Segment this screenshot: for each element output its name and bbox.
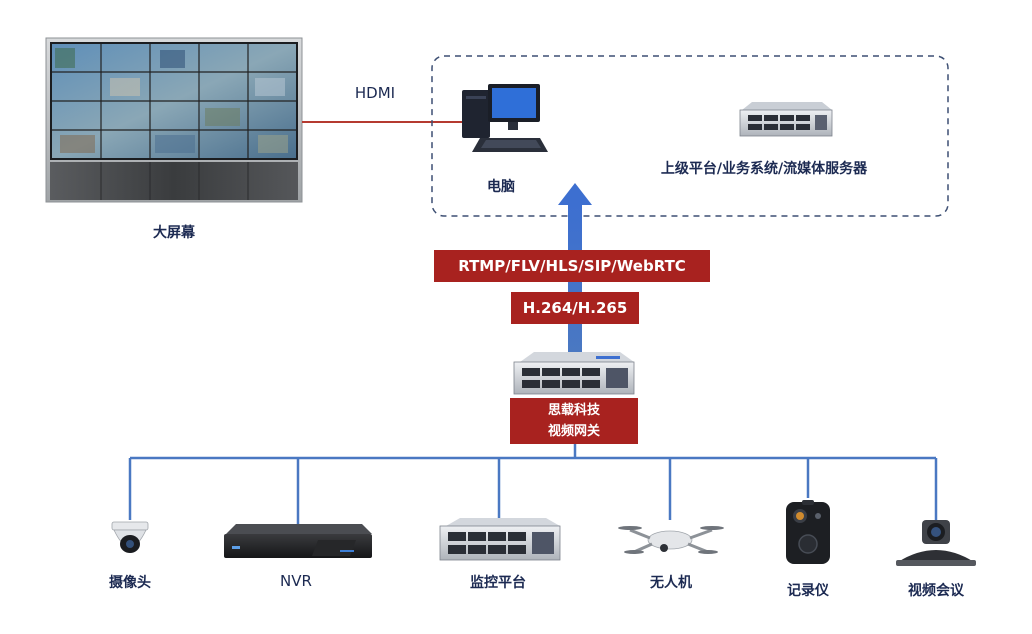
device-bus — [128, 444, 938, 524]
video-conference-icon — [896, 520, 976, 566]
recorder-icon — [786, 500, 830, 564]
computer-icon — [462, 84, 548, 152]
device-label-drone: 无人机 — [650, 575, 692, 591]
gateway-server-icon — [513, 352, 635, 395]
gateway-line2: 视频网关 — [547, 424, 600, 439]
gateway-badge: 思载科技 视频网关 — [510, 398, 638, 444]
device-label-conference: 视频会议 — [908, 583, 964, 599]
hdmi-label: HDMI — [354, 84, 396, 102]
monitoring-platform-icon — [439, 518, 561, 561]
codecs-badge: H.264/H.265 — [511, 292, 639, 324]
upper-group-box — [431, 55, 949, 217]
camera-icon — [111, 521, 149, 553]
upper-platform-label: 上级平台/业务系统/流媒体服务器 — [660, 161, 868, 177]
computer-label: 电脑 — [487, 179, 515, 195]
gateway-line1: 思载科技 — [547, 403, 600, 418]
drone-icon — [618, 526, 724, 554]
nvr-icon — [224, 524, 372, 558]
device-label-camera: 摄像头 — [109, 575, 151, 591]
device-label-monitoring: 监控平台 — [470, 575, 526, 591]
device-label-nvr: NVR — [280, 572, 312, 590]
video-wall-icon — [45, 37, 303, 203]
device-label-recorder: 记录仪 — [787, 583, 829, 599]
protocols-badge: RTMP/FLV/HLS/SIP/WebRTC — [434, 250, 710, 282]
upper-server-icon — [739, 102, 833, 137]
big-screen-label: 大屏幕 — [153, 225, 195, 241]
